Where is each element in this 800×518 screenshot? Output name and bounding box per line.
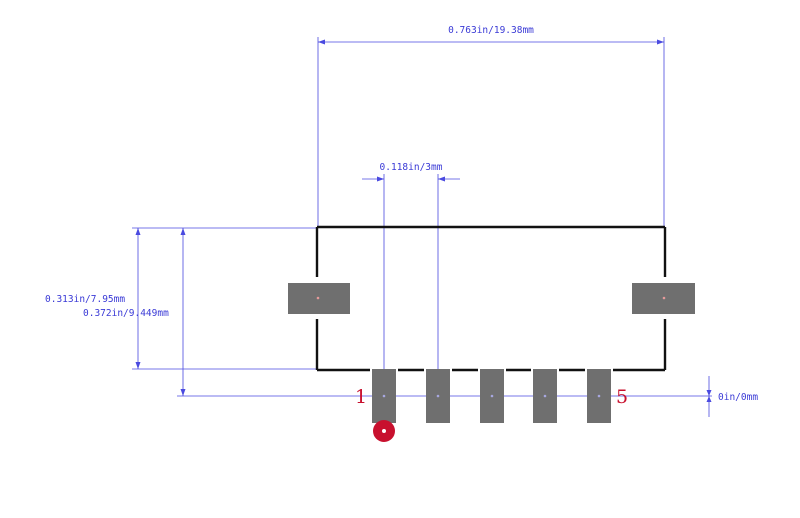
body-height-dimension: 0.313in/7.95mm xyxy=(45,227,318,370)
pitch-arrowhead-left xyxy=(377,176,384,182)
center-mark-pad-2 xyxy=(436,394,440,398)
pitch-arrowhead-right xyxy=(438,176,445,182)
origin-arrowhead-top xyxy=(706,390,712,396)
origin-offset-label: 0in/0mm xyxy=(718,392,758,403)
pin-1-marker-center xyxy=(382,429,386,433)
arrowhead-left xyxy=(318,39,325,45)
pin-pitch-label: 0.118in/3mm xyxy=(380,162,443,173)
body-arrowhead-bottom xyxy=(135,362,141,369)
pin-1-label: 1 xyxy=(355,386,367,408)
center-mark-pad-3 xyxy=(490,394,494,398)
overall-width-dimension: 0.763in/19.38mm xyxy=(317,25,665,228)
arrowhead-right xyxy=(657,39,664,45)
center-mark-right-tab xyxy=(662,296,666,300)
origin-arrowhead-bottom xyxy=(706,396,712,402)
center-mark-left-tab xyxy=(316,296,320,300)
pin-pitch-dimension: 0.118in/3mm xyxy=(362,162,460,396)
body-height-label: 0.313in/7.95mm xyxy=(45,294,125,305)
body-arrowhead-top xyxy=(135,228,141,235)
center-mark-pad-5 xyxy=(597,394,601,398)
center-mark-pad-4 xyxy=(543,394,547,398)
pin-5-label: 5 xyxy=(616,386,628,408)
pin-1-marker xyxy=(373,420,395,442)
origin-offset-dimension: 0in/0mm xyxy=(706,376,758,417)
pad-center-markers xyxy=(316,296,666,398)
overall-width-label: 0.763in/19.38mm xyxy=(448,25,534,36)
center-mark-pad-1 xyxy=(382,394,386,398)
total-arrowhead-top xyxy=(180,228,186,235)
total-height-label: 0.372in/9.449mm xyxy=(83,308,169,319)
component-outline xyxy=(315,225,667,372)
total-arrowhead-bottom xyxy=(180,389,186,396)
